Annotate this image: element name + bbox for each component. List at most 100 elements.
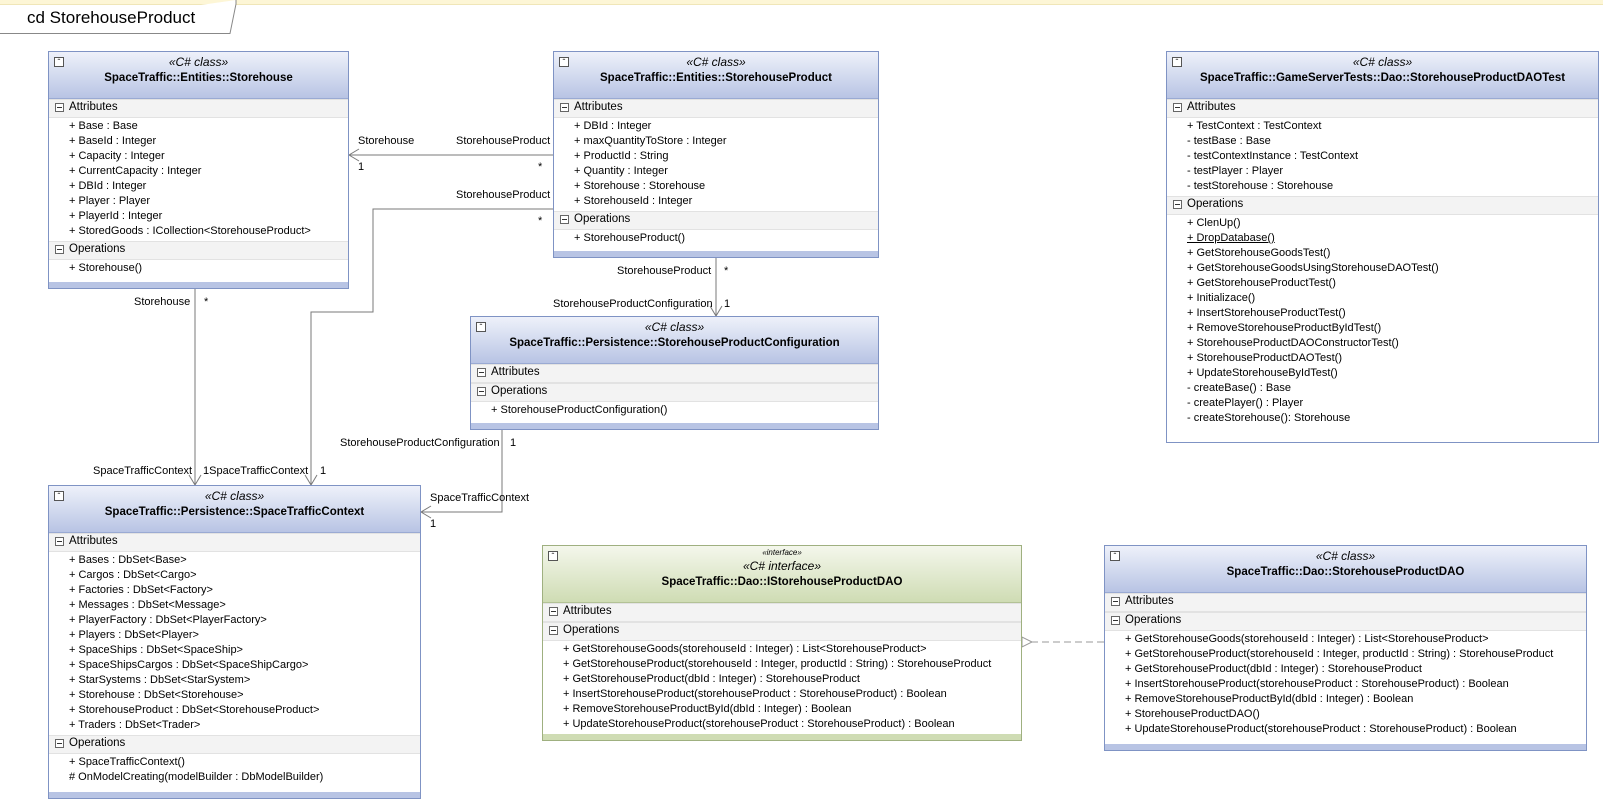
stereotype: «C# class»	[1315, 549, 1376, 563]
collapse-minus-icon[interactable]	[1111, 597, 1120, 606]
attributes-section-header[interactable]: Attributes	[554, 99, 878, 118]
operations-section-header[interactable]: Operations	[1167, 196, 1598, 215]
collapse-minus-icon[interactable]	[477, 368, 486, 377]
class-name: SpaceTraffic::Persistence::StorehousePro…	[509, 337, 840, 349]
collapse-minus-icon[interactable]	[1173, 103, 1182, 112]
class-storehouse-product-dao[interactable]: ˆ «C# class» SpaceTraffic::Dao::Storehou…	[1104, 545, 1587, 751]
operation: + GetStorehouseProduct(storehouseId : In…	[1125, 648, 1554, 660]
collapse-minus-icon[interactable]	[55, 103, 64, 112]
collapse-minus-icon[interactable]	[560, 103, 569, 112]
attributes-section-header[interactable]: Attributes	[471, 364, 878, 383]
arrowhead-storehouse	[348, 148, 360, 162]
operation: + GetStorehouseProduct(storehouseId : In…	[563, 658, 992, 670]
operations-section-header[interactable]: Operations	[543, 622, 1021, 641]
interface-istorehouse-product-dao[interactable]: ˆ «interface» «C# interface» SpaceTraffi…	[542, 545, 1022, 741]
class-name: SpaceTraffic::Entities::Storehouse	[104, 72, 293, 84]
operation: + Initializace()	[1187, 292, 1256, 304]
attributes-section-header[interactable]: Attributes	[49, 99, 348, 118]
class-dao-test[interactable]: ˆ «C# class» SpaceTraffic::GameServerTes…	[1166, 51, 1599, 443]
operations-section-header[interactable]: Operations	[471, 383, 878, 402]
class-storehouse-product[interactable]: ˆ «C# class» SpaceTraffic::Entities::Sto…	[553, 51, 879, 258]
attribute: + StoredGoods : ICollection<StorehousePr…	[69, 225, 311, 237]
attributes-section-header[interactable]: Attributes	[49, 533, 420, 552]
attribute: + Cargos : DbSet<Cargo>	[69, 569, 197, 581]
attribute: - testPlayer : Player	[1187, 165, 1283, 177]
stereotype: «C# interface»	[742, 559, 822, 573]
operation: + DropDatabase()	[1187, 232, 1275, 244]
attributes-section-header[interactable]: Attributes	[1167, 99, 1598, 118]
operation: + StorehouseProduct()	[574, 232, 685, 244]
stereotype: «C# class»	[686, 55, 746, 69]
label-ctx-product-role: StorehouseProduct	[456, 189, 551, 201]
attribute: + StorehouseId : Integer	[574, 195, 693, 207]
operation: + Storehouse()	[69, 262, 143, 274]
collapse-minus-icon[interactable]	[55, 245, 64, 254]
diagram-title: cd StorehouseProduct	[27, 8, 196, 27]
attribute: + SpaceShips : DbSet<SpaceShip>	[69, 644, 243, 656]
operations-section-header[interactable]: Operations	[1105, 612, 1586, 631]
class-name: SpaceTraffic::Persistence::SpaceTrafficC…	[104, 506, 365, 518]
collapse-toggle[interactable]: ˆ	[54, 57, 64, 67]
collapse-minus-icon[interactable]	[1173, 200, 1182, 209]
operations-section-header[interactable]: Operations	[554, 211, 878, 230]
operation: + GetStorehouseGoodsTest()	[1187, 247, 1331, 259]
collapse-minus-icon[interactable]	[55, 739, 64, 748]
collapse-minus-icon[interactable]	[549, 626, 558, 635]
label-ctx-right-role: SpaceTrafficContext	[430, 492, 530, 504]
operation: + RemoveStorehouseProductByIdTest()	[1187, 322, 1382, 334]
operation: + InsertStorehouseProduct(storehouseProd…	[563, 688, 947, 700]
operations-section-header[interactable]: Operations	[49, 735, 420, 754]
section-label: Operations	[69, 243, 126, 255]
operation: + RemoveStorehouseProductById(dbId : Int…	[1125, 693, 1414, 705]
collapse-toggle[interactable]: ˆ	[1110, 551, 1120, 561]
attribute: + Traders : DbSet<Trader>	[69, 719, 201, 731]
section-label: Attributes	[1187, 101, 1236, 113]
label-ctx-mid-mult: 1	[320, 465, 327, 477]
collapse-minus-icon[interactable]	[55, 537, 64, 546]
class-name: SpaceTraffic::GameServerTests::Dao::Stor…	[1199, 72, 1566, 84]
class-header: ˆ «C# class» SpaceTraffic::GameServerTes…	[1167, 52, 1598, 99]
label-cfg-ctx-mult: 1	[510, 437, 517, 449]
class-header: ˆ «C# class» SpaceTraffic::Persistence::…	[471, 317, 878, 364]
collapse-minus-icon[interactable]	[560, 215, 569, 224]
attribute: - testBase : Base	[1187, 135, 1271, 147]
label-cfg-mult: 1	[724, 298, 731, 310]
attribute: + DBId : Integer	[574, 120, 652, 132]
collapse-toggle[interactable]: ˆ	[1172, 57, 1182, 67]
label-cfg-sp-mult: *	[724, 265, 729, 277]
attribute: + Player : Player	[69, 195, 151, 207]
class-footer	[49, 282, 348, 288]
assoc-configuration-context	[421, 430, 503, 513]
collapse-toggle[interactable]: ˆ	[54, 491, 64, 501]
attribute: - testContextInstance : TestContext	[1187, 150, 1358, 162]
operation-list: + Storehouse()	[49, 260, 348, 278]
operation: + UpdateStorehouseByIdTest()	[1187, 367, 1338, 379]
stereotype: «C# class»	[204, 489, 265, 503]
operation: + GetStorehouseProductTest()	[1187, 277, 1336, 289]
attribute: + SpaceShipsCargos : DbSet<SpaceShipCarg…	[69, 659, 309, 671]
attribute: + Players : DbSet<Player>	[69, 629, 199, 641]
collapse-toggle[interactable]: ˆ	[476, 322, 486, 332]
class-space-traffic-context[interactable]: ˆ «C# class» SpaceTraffic::Persistence::…	[48, 485, 421, 799]
collapse-toggle[interactable]: ˆ	[559, 57, 569, 67]
class-footer	[554, 251, 878, 257]
collapse-minus-icon[interactable]	[477, 387, 486, 396]
class-configuration[interactable]: ˆ «C# class» SpaceTraffic::Persistence::…	[470, 316, 879, 430]
attributes-section-header[interactable]: Attributes	[1105, 593, 1586, 612]
operation: - createBase() : Base	[1187, 382, 1291, 394]
class-header: ˆ «C# class» SpaceTraffic::Persistence::…	[49, 486, 420, 533]
operation: + GetStorehouseProduct(dbId : Integer) :…	[563, 673, 860, 685]
attribute: + PlayerFactory : DbSet<PlayerFactory>	[69, 614, 267, 626]
attributes-section-header[interactable]: Attributes	[543, 603, 1021, 622]
collapse-toggle[interactable]: ˆ	[548, 551, 558, 561]
assoc-product-context	[310, 208, 553, 485]
collapse-minus-icon[interactable]	[549, 607, 558, 616]
operation: + InsertStorehouseProductTest()	[1187, 307, 1346, 319]
operations-section-header[interactable]: Operations	[49, 241, 348, 260]
collapse-minus-icon[interactable]	[1111, 616, 1120, 625]
attribute: + Storehouse : Storehouse	[574, 180, 706, 192]
class-storehouse[interactable]: ˆ «C# class» SpaceTraffic::Entities::Sto…	[48, 51, 349, 289]
title-tab-frame	[0, 0, 237, 34]
operation: + UpdateStorehouseProduct(storehouseProd…	[1125, 723, 1517, 735]
